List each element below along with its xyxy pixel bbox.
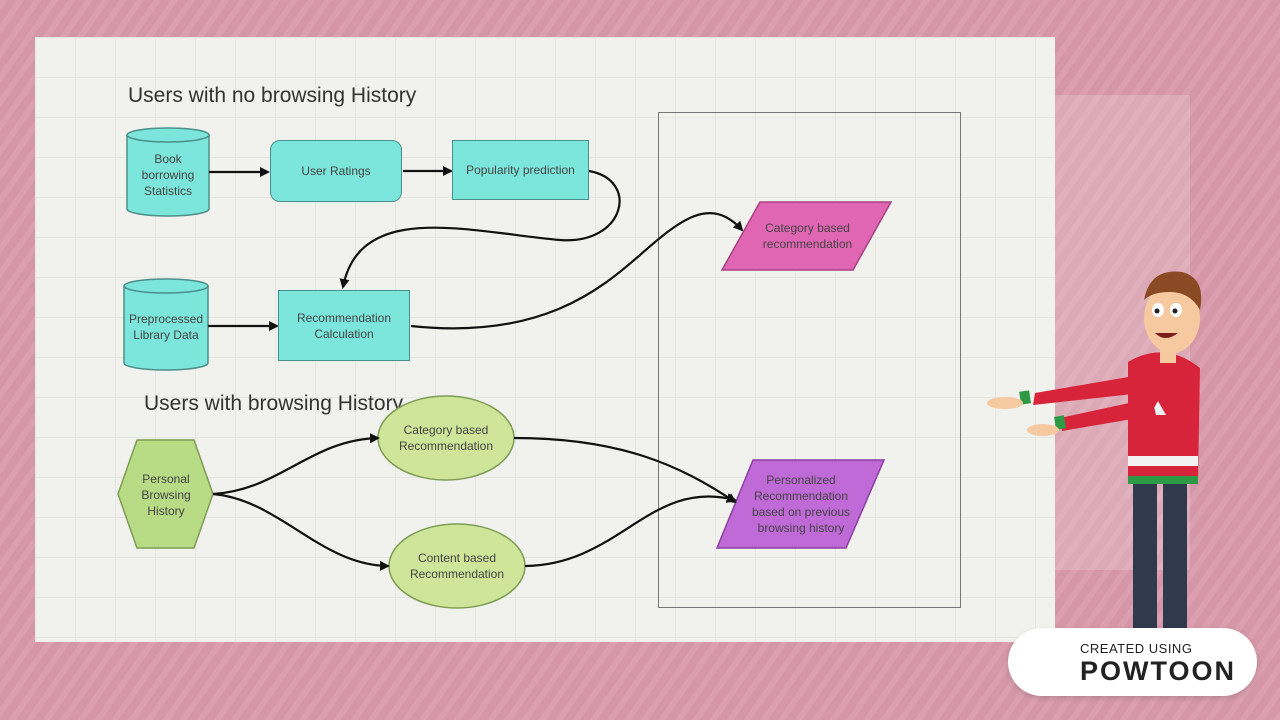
heading-no-history: Users with no browsing History: [128, 84, 417, 107]
category-output-label: Category based recommendation: [762, 221, 853, 251]
arrow-calc-to-category-output: [410, 212, 744, 330]
arrow-category-rec-to-personalized: [513, 436, 737, 504]
user-ratings-node: User Ratings: [270, 140, 402, 202]
category-rec-node: Category based Recommendation: [380, 405, 512, 471]
popularity-label: Popularity prediction: [466, 163, 575, 177]
category-output-shape: [720, 201, 893, 271]
personal-history-label: Personal Browsing History: [141, 472, 191, 518]
preprocessed-node: Preprocessed Library Data: [124, 292, 208, 362]
popularity-node: Popularity prediction: [452, 140, 589, 200]
personal-history-node: Personal Browsing History: [120, 445, 212, 545]
preprocessed-cylinder: [123, 278, 209, 371]
user-ratings-label: User Ratings: [301, 164, 371, 178]
book-stats-node: Book borrowing Statistics: [127, 140, 209, 210]
personalized-output-shape: [715, 459, 886, 549]
arrow-history-to-content-rec: [212, 492, 390, 571]
personal-history-hexagon: [117, 439, 214, 549]
presenter-character: [987, 271, 1202, 628]
preprocessed-label: Preprocessed Library Data: [128, 312, 204, 342]
content-rec-label: Content based Recommendation: [409, 551, 505, 581]
rec-calc-label: Recommendation Calculation: [296, 310, 392, 341]
badge-line2: POWTOON: [1080, 656, 1237, 686]
badge-line1: CREATED USING: [1080, 641, 1193, 656]
heading-with-history: Users with browsing History: [144, 392, 404, 415]
arrow-content-rec-to-personalized: [524, 493, 737, 568]
category-rec-label: Category based Recommendation: [398, 423, 494, 453]
arrow-popularity-to-calc: [339, 169, 621, 289]
arrow-history-to-category-rec: [212, 433, 380, 496]
book-stats-label: Book borrowing Statistics: [141, 152, 195, 198]
rec-calc-node: Recommendation Calculation: [278, 290, 410, 361]
book-stats-cylinder: [126, 127, 210, 217]
personalized-output-label: Personalized Recommendation based on pre…: [751, 473, 851, 535]
category-output-node: Category based recommendation: [730, 205, 885, 267]
content-rec-node: Content based Recommendation: [391, 533, 523, 599]
output-frame: [658, 112, 961, 608]
personalized-output-node: Personalized Recommendation based on pre…: [725, 462, 877, 546]
powtoon-badge[interactable]: CREATED USING POWTOON: [1008, 628, 1257, 696]
